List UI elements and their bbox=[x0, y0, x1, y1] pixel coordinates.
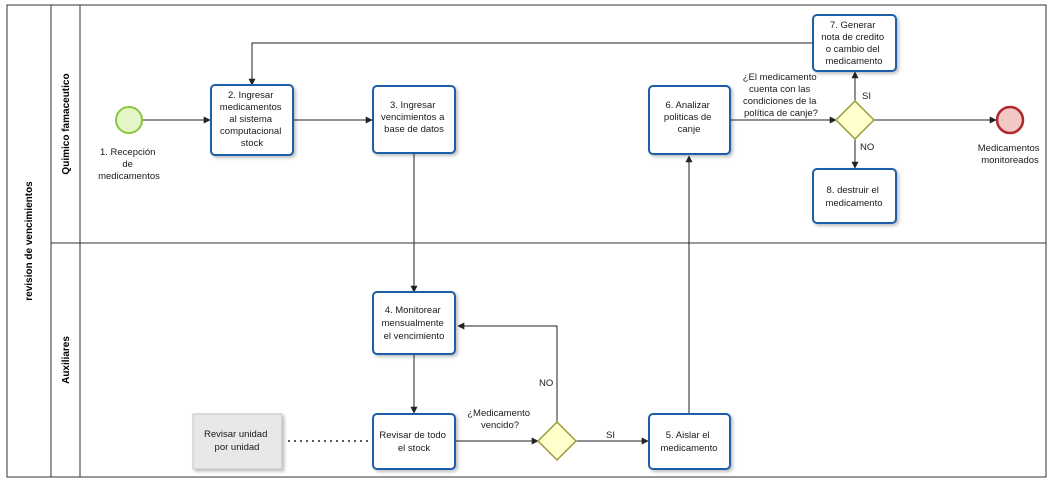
task-revisar-stock[interactable]: Revisar de todo el stock bbox=[372, 413, 456, 470]
svg-text:Revisar de todo el stock: Revisar de todo el stock bbox=[379, 430, 448, 454]
start-event-label-line: 1. Recepción bbox=[100, 147, 155, 158]
svg-text:7. Generar nota de credi: 7. Generar nota de credito o cambio del … bbox=[821, 20, 887, 67]
task-label-line: el stock bbox=[398, 443, 430, 454]
svg-text:1. Recepción de me: 1. Recepción de medicamentos bbox=[98, 147, 160, 182]
pool-label: revision de vencimientos bbox=[24, 181, 35, 301]
gateway-medicamento-vencido[interactable] bbox=[536, 420, 578, 462]
task-label-line: medicamento bbox=[825, 56, 882, 67]
task-label-line: 4. Monitorear bbox=[385, 305, 441, 316]
pool: revision de vencimientos Quimico famaceu… bbox=[6, 4, 1047, 478]
gateway-question-line: cuenta con las bbox=[749, 84, 811, 95]
gateway-politica-canje[interactable] bbox=[834, 99, 876, 141]
gateway-medicamento-vencido-question: ¿Medicamento vencido? bbox=[467, 408, 532, 431]
start-event-label-line: de bbox=[122, 159, 133, 170]
task-label-line: 2. Ingresar bbox=[228, 90, 273, 101]
artifact-label-line: por unidad bbox=[215, 442, 260, 453]
lane-label-quimico: Quimico famaceutico bbox=[61, 73, 72, 174]
gateway-question-line: ¿El medicamento bbox=[743, 72, 817, 83]
svg-text:8. destruir el medicamen: 8. destruir el medicamento bbox=[825, 185, 882, 209]
gateway-politica-canje-no-label: NO bbox=[860, 142, 874, 153]
svg-text:6. Analizar politicas de: 6. Analizar politicas de canje bbox=[664, 100, 714, 135]
task-analizar-politicas[interactable]: 6. Analizar politicas de canje bbox=[648, 85, 731, 155]
artifact-label-line: Revisar unidad bbox=[204, 429, 267, 440]
svg-text:Medicamentos monitoreado: Medicamentos monitoreados bbox=[978, 143, 1042, 166]
task-label-line: 8. destruir el bbox=[827, 185, 879, 196]
task-label-line: o cambio del bbox=[826, 44, 880, 55]
gateway-medicamento-vencido-yes-label: SI bbox=[606, 430, 615, 441]
svg-text:5. Aislar el medicamento: 5. Aislar el medicamento bbox=[660, 430, 717, 454]
start-event: 1. Recepción de medicamentos bbox=[98, 106, 160, 182]
task-label-line: medicamento bbox=[660, 443, 717, 454]
task-label-line: vencimientos a bbox=[381, 112, 445, 123]
task-ingresar-vencimientos[interactable]: 3. Ingresar vencimientos a base de datos bbox=[372, 85, 456, 154]
svg-text:4. Monitorear mensualmen: 4. Monitorear mensualmente el vencimient… bbox=[382, 305, 447, 342]
task-label-line: computacional bbox=[220, 126, 281, 137]
svg-text:3. Ingresar vencimientos: 3. Ingresar vencimientos a base de datos bbox=[381, 100, 447, 135]
task-ingresar-medicamentos[interactable]: 2. Ingresar medicamentos al sistema comp… bbox=[210, 84, 294, 156]
task-label-line: 6. Analizar bbox=[665, 100, 709, 111]
task-label-line: canje bbox=[678, 124, 701, 135]
gateway-question-line: vencido? bbox=[481, 420, 519, 431]
task-label-line: politicas de bbox=[664, 112, 712, 123]
task-monitorear-vencimiento[interactable]: 4. Monitorear mensualmente el vencimient… bbox=[372, 291, 456, 355]
task-destruir-medicamento[interactable]: 8. destruir el medicamento bbox=[812, 168, 897, 224]
task-label-line: nota de credito bbox=[821, 32, 884, 43]
svg-text:2. Ingresar medicamentos: 2. Ingresar medicamentos al sistema comp… bbox=[220, 90, 284, 149]
task-label-line: al sistema bbox=[229, 114, 272, 125]
task-label-line: 7. Generar bbox=[830, 20, 875, 31]
gateway-question-line: política de canje? bbox=[744, 108, 818, 119]
task-label-line: Revisar de todo bbox=[379, 430, 446, 441]
gateway-question-line: ¿Medicamento bbox=[467, 408, 530, 419]
start-event-label-line: medicamentos bbox=[98, 171, 160, 182]
task-label-line: el vencimiento bbox=[384, 331, 445, 342]
gateway-question-line: condiciones de la bbox=[743, 96, 817, 107]
end-event-label-line: Medicamentos bbox=[978, 143, 1040, 154]
task-label-line: mensualmente bbox=[382, 318, 444, 329]
artifact-revisar-unidad[interactable]: Revisar unidad por unidad bbox=[192, 413, 283, 470]
gateway-medicamento-vencido-no-label: NO bbox=[539, 378, 553, 389]
task-label-line: 3. Ingresar bbox=[390, 100, 435, 111]
task-generar-nota-credito[interactable]: 7. Generar nota de credito o cambio del … bbox=[812, 14, 897, 72]
end-event: Medicamentos monitoreados bbox=[978, 105, 1042, 166]
task-label-line: stock bbox=[241, 138, 263, 149]
lane-label-auxiliares: Auxiliares bbox=[61, 336, 72, 384]
flow-g2-no-to-t4 bbox=[457, 322, 558, 422]
sequence-flows bbox=[143, 42, 997, 445]
task-label-line: medicamentos bbox=[220, 102, 282, 113]
flow-t7-to-t2 bbox=[248, 42, 813, 86]
task-label-line: base de datos bbox=[384, 124, 444, 135]
task-label-line: medicamento bbox=[825, 198, 882, 209]
end-event-label-line: monitoreados bbox=[981, 155, 1039, 166]
gateway-politica-canje-yes-label: SI bbox=[862, 91, 871, 102]
task-label-line: 5. Aislar el bbox=[666, 430, 710, 441]
task-aislar-medicamento[interactable]: 5. Aislar el medicamento bbox=[648, 413, 731, 470]
gateway-politica-canje-question: ¿El medicamento cuenta con las condicion… bbox=[743, 72, 820, 119]
svg-text:Revisar unidad por unida: Revisar unidad por unidad bbox=[204, 429, 270, 453]
